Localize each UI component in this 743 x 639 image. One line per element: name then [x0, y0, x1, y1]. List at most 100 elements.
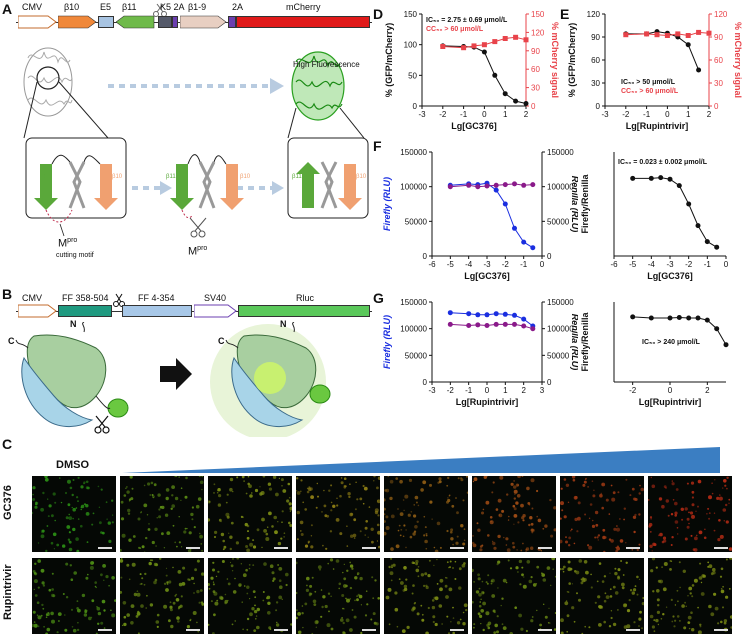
y2-tick-label: 90: [714, 33, 723, 42]
x-axis-label: Lg[Rupintrivir]: [639, 397, 702, 407]
cc50-annotation: CC₅₀ > 60 μmol/L: [621, 88, 679, 95]
y2-tick-label: 120: [714, 10, 728, 19]
x-tick-label: 3: [540, 386, 545, 395]
micrograph-tile: [648, 476, 732, 552]
data-point: [630, 175, 636, 181]
x-axis-label: Lg[Rupintrivir]: [456, 397, 519, 407]
panel-label-g: G: [373, 290, 384, 306]
data-point: [475, 312, 481, 318]
e5-block: [98, 16, 114, 28]
y2-tick-label: 150000: [547, 148, 574, 157]
data-point: [676, 183, 682, 189]
y-tick-label: 150000: [400, 298, 427, 307]
y-tick-label: 150000: [400, 148, 427, 157]
x-tick-label: -3: [666, 260, 674, 269]
data-point: [493, 182, 499, 188]
cell-speckles: [208, 476, 292, 552]
b-n-left: N: [70, 319, 77, 329]
data-point: [512, 321, 517, 327]
data-point: [723, 342, 729, 348]
b1-9-arrow: [180, 15, 227, 29]
micrograph-tile: [296, 476, 380, 552]
micrograph-tile: [32, 476, 116, 552]
y-tick-label: 100000: [400, 183, 427, 192]
cell-speckles: [208, 558, 292, 634]
data-point: [512, 225, 517, 231]
cmv-promoter-arrow: [18, 15, 57, 29]
panel-label-a: A: [2, 1, 13, 17]
data-point: [667, 176, 673, 182]
data-point: [481, 42, 487, 48]
y-tick-label: 50000: [405, 217, 428, 226]
x-tick-label: 0: [665, 110, 670, 119]
data-point: [466, 182, 472, 188]
y-axis-label: % (GFP/mCherry): [567, 23, 577, 98]
cmv-label: CMV: [22, 2, 42, 12]
data-point: [513, 98, 519, 104]
micrograph-tile: [208, 558, 292, 634]
b10-small-mid: β10: [240, 174, 251, 180]
y2-tick-label: 120: [531, 28, 545, 37]
scale-bar: [362, 547, 376, 549]
scale-bar: [186, 629, 200, 631]
fluorescent-gfp-barrel-icon: [291, 51, 345, 121]
data-point: [440, 44, 446, 49]
x-axis-label: Lg[Rupintrivir]: [626, 121, 689, 131]
panel-b-schematic: [15, 322, 331, 437]
cell-speckles: [648, 476, 732, 552]
y2-tick-label: 50000: [547, 351, 570, 360]
data-point: [523, 101, 529, 106]
ff-358-504-block: [58, 305, 112, 317]
x-tick-label: 2: [521, 386, 526, 395]
ic50-annotation: IC₅₀ = 0.023 ± 0.002 μmol/L: [618, 159, 708, 166]
series-line: [450, 323, 533, 330]
x-tick-label: 0: [724, 260, 729, 269]
y2-tick-label: 90: [531, 47, 540, 56]
data-point: [654, 32, 660, 38]
twoa-label: 2A: [232, 2, 244, 12]
x-tick-label: 1: [503, 386, 508, 395]
data-point: [530, 326, 536, 332]
y-axis-label: Firefly/Renilla: [580, 174, 590, 234]
data-point: [484, 312, 490, 318]
ic50-annotation: IC₅₀ = 2.75 ± 0.69 μmol/L: [426, 17, 508, 24]
series-line: [632, 177, 717, 248]
scale-bar: [186, 547, 200, 549]
y-tick-label: 100: [404, 41, 418, 50]
rluc-block: [238, 305, 370, 317]
micrograph-tile: [384, 476, 468, 552]
scale-bar: [274, 629, 288, 631]
x-tick-label: -3: [418, 110, 426, 119]
b11-label: β11: [122, 2, 137, 12]
x-tick-label: -5: [447, 260, 455, 269]
data-point: [696, 29, 702, 35]
high-fluorescence-label: High Fluorescence: [293, 60, 360, 69]
scale-bar: [98, 629, 112, 631]
data-point: [493, 321, 499, 327]
y2-axis-label: Renilla (RLU): [570, 176, 578, 233]
x-tick-label: -1: [465, 386, 473, 395]
data-point: [512, 181, 517, 187]
data-point: [706, 30, 712, 36]
data-point: [648, 315, 654, 321]
e5-label: E5: [100, 2, 112, 12]
y-tick-label: 50000: [405, 351, 428, 360]
scale-bar: [714, 629, 728, 631]
k5-block: [158, 16, 172, 28]
micrograph-tile: [472, 476, 556, 552]
data-point: [685, 42, 691, 48]
cell-speckles: [649, 558, 732, 634]
b-c-left: C: [8, 336, 15, 346]
y2-tick-label: 0: [531, 102, 536, 111]
cell-speckles: [32, 476, 114, 552]
x-axis-label: Lg[GC376]: [451, 121, 497, 131]
y-axis-label: Firefly (RLU): [382, 177, 392, 231]
data-point: [530, 182, 536, 188]
x-tick-label: 2: [705, 386, 710, 395]
x-tick-label: -1: [460, 110, 468, 119]
b10-arrow: [58, 15, 97, 29]
panel-label-b: B: [2, 286, 13, 302]
micrograph-tile: [120, 558, 204, 634]
